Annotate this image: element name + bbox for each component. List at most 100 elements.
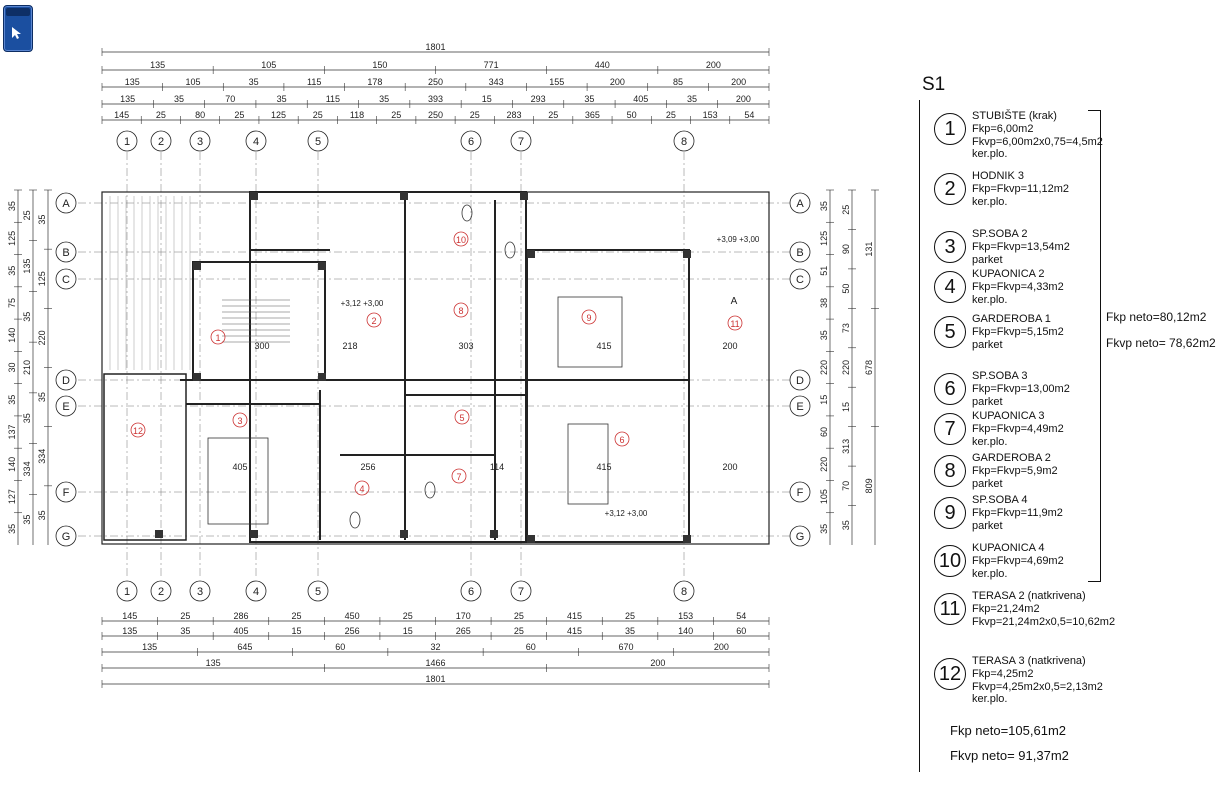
- axis-bubble: [510, 580, 532, 602]
- room-area-line: Fkp=Fkvp=13,54m2: [972, 241, 1070, 253]
- axis-label: 8: [681, 136, 687, 148]
- room-dimension: 256: [360, 462, 375, 472]
- axis-label: C: [796, 274, 804, 286]
- room-dimension: 114: [490, 462, 504, 472]
- axis-bubble: [245, 580, 267, 602]
- top-dimension: 150: [372, 60, 387, 70]
- room-number-circle: 9: [934, 497, 966, 529]
- axis-bubble: [55, 241, 77, 263]
- left-dimension: 35: [37, 510, 47, 520]
- axis-label: 2: [158, 586, 164, 598]
- left-dimension: 35: [37, 392, 47, 402]
- room-dimension: 405: [232, 462, 247, 472]
- right-dimension: 15: [819, 395, 829, 405]
- total-kp: Fkp neto=105,61m2: [950, 723, 1066, 738]
- left-dimension: 334: [22, 461, 32, 476]
- top-dimension: 200: [706, 60, 721, 70]
- right-dimension: 313: [841, 439, 851, 454]
- bottom-dimension: 135: [122, 626, 137, 636]
- select-tool-button[interactable]: [3, 5, 33, 52]
- bed: [207, 437, 269, 525]
- room-marker-number: 6: [619, 435, 624, 445]
- left-dimension: 137: [7, 425, 17, 440]
- room-area-line: ker.plo.: [972, 196, 1008, 208]
- room-area-line: parket: [972, 339, 1003, 351]
- top-dimension: 145: [114, 110, 129, 120]
- column: [250, 530, 258, 538]
- bottom-dimension: 405: [233, 626, 248, 636]
- bottom-dimension: 15: [403, 626, 413, 636]
- top-dimension: 771: [484, 60, 499, 70]
- top-dimension: 200: [610, 77, 625, 87]
- room-area-line: Fkp=Fkvp=4,49m2: [972, 423, 1064, 435]
- right-dimension: 131: [864, 242, 874, 257]
- right-dimension: 220: [819, 360, 829, 375]
- top-dimension: 135: [125, 77, 140, 87]
- top-dimension: 25: [156, 110, 166, 120]
- top-dimension: 25: [666, 110, 676, 120]
- room-marker: [453, 231, 469, 247]
- right-dimension: 25: [841, 205, 851, 215]
- axis-label: 4: [253, 136, 259, 148]
- bottom-dimension: 256: [345, 626, 360, 636]
- top-dimension: 155: [549, 77, 564, 87]
- room-marker: [130, 422, 146, 438]
- room-number-circle: 1: [934, 113, 966, 145]
- room-marker-number: 7: [456, 472, 461, 482]
- top-dimension: 365: [585, 110, 600, 120]
- room-area-line: Fkp=Fkvp=5,15m2: [972, 326, 1064, 338]
- axis-label: 3: [197, 586, 203, 598]
- axis-bubble: [460, 130, 482, 152]
- axis-label: 6: [468, 136, 474, 148]
- axis-bubble: [789, 192, 811, 214]
- sanitary-fixture: [504, 241, 516, 259]
- room-name: SP.SOBA 4: [972, 494, 1028, 506]
- bottom-dimension: 670: [619, 642, 634, 652]
- room-area-line: ker.plo.: [972, 693, 1008, 705]
- top-dimension: 200: [731, 77, 746, 87]
- top-dimension: 283: [506, 110, 521, 120]
- room-dimension: 200: [722, 341, 737, 351]
- axis-bubble: [789, 395, 811, 417]
- axis-bubble: [673, 580, 695, 602]
- room-area-line: parket: [972, 520, 1003, 532]
- left-dimension: 35: [7, 395, 17, 405]
- room-area-line: Fkvp=4,25m2x0,5=2,13m2: [972, 681, 1103, 693]
- room-marker: [366, 312, 382, 328]
- column: [400, 192, 408, 200]
- cursor-icon: [12, 27, 21, 39]
- top-dimension: 200: [736, 94, 751, 104]
- top-dimension: 440: [595, 60, 610, 70]
- top-dimension: 1801: [425, 42, 445, 52]
- top-dimension: 343: [489, 77, 504, 87]
- top-dimension: 178: [367, 77, 382, 87]
- bottom-dimension: 60: [736, 626, 746, 636]
- room-area-line: ker.plo.: [972, 436, 1008, 448]
- column: [490, 530, 498, 538]
- axis-bubble: [789, 525, 811, 547]
- room-area-line: ker.plo.: [972, 294, 1008, 306]
- left-dimension: 220: [37, 330, 47, 345]
- room-marker-number: 2: [371, 316, 376, 326]
- left-dimension: 140: [7, 328, 17, 343]
- room-name: KUPAONICA 2: [972, 268, 1045, 280]
- bottom-dimension: 54: [736, 611, 746, 621]
- axis-label: D: [796, 375, 804, 387]
- column: [318, 262, 326, 270]
- room-area-line: parket: [972, 254, 1003, 266]
- subtotal-kvp: Fkvp neto= 78,62m2: [1106, 336, 1216, 350]
- room-area-line: Fkp=Fkvp=4,69m2: [972, 555, 1064, 567]
- column: [318, 373, 326, 381]
- top-dimension: 250: [428, 110, 443, 120]
- room-marker: [581, 309, 597, 325]
- axis-label: F: [63, 487, 70, 499]
- axis-label: 1: [124, 586, 130, 598]
- room-dimension: 300: [254, 341, 269, 351]
- top-dimension: 105: [261, 60, 276, 70]
- axis-bubble: [55, 192, 77, 214]
- axis-bubble: [116, 580, 138, 602]
- axis-label: G: [796, 531, 805, 543]
- room-marker-number: 8: [458, 306, 463, 316]
